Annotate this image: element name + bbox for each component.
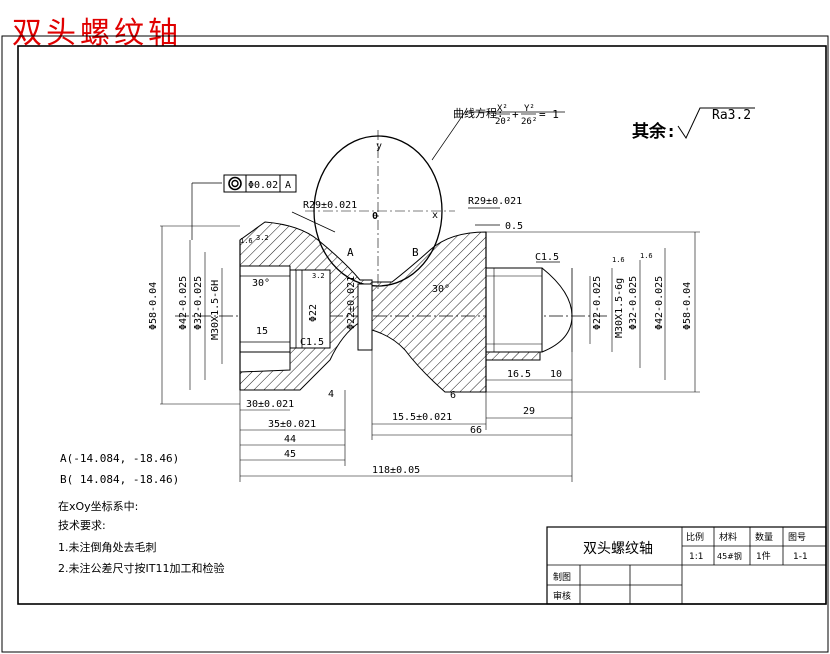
- tb-h-qty: 数量: [755, 531, 773, 543]
- dia22-left: Φ22: [308, 304, 319, 322]
- right-thread: [485, 267, 543, 353]
- dia58-right: Φ58-0.04: [682, 282, 693, 330]
- left-inner-bore: [289, 269, 331, 349]
- dia32-left: Φ32-0.025: [193, 276, 204, 330]
- eq-rhs: = 1: [539, 108, 559, 121]
- tb-checked: 审核: [553, 590, 571, 602]
- thread-left: M30X1.5-6H: [210, 280, 221, 340]
- outer-border: [1, 35, 829, 653]
- dim-165: 16.5: [507, 369, 531, 380]
- dim-r-left: R29±0.021: [303, 200, 357, 211]
- note-1: 1.未注倒角处去毛刺: [58, 540, 157, 554]
- dim-118: 118±0.05: [372, 465, 420, 476]
- note-2: 2.未注公差尺寸按IT11加工和检验: [58, 561, 224, 575]
- dim-44: 44: [284, 434, 296, 445]
- dim-6: 6: [450, 390, 456, 401]
- center-hole: [357, 283, 373, 351]
- tolerance-value: Φ0.02: [248, 180, 278, 191]
- dim-chamfer: 0.5: [505, 221, 523, 232]
- dim-29: 29: [523, 406, 535, 417]
- eq2-den: 26²: [521, 117, 537, 127]
- ra-small-5: 3.2: [312, 272, 325, 280]
- tb-name: 双头螺纹轴: [583, 541, 653, 557]
- note-tech-title: 技术要求:: [58, 519, 106, 532]
- tb-v-material: 45#钢: [717, 551, 742, 561]
- eq1-num: X²: [497, 104, 508, 114]
- inner-border: [17, 45, 827, 605]
- eq2-num: Y²: [524, 104, 535, 114]
- ra-small-3: 1.6: [612, 256, 625, 264]
- ra-small-1: 1.6: [240, 237, 253, 245]
- dim-c15-left: C1.5: [300, 337, 324, 348]
- dim-c15-right: C1.5: [535, 252, 559, 263]
- dim-4: 4: [328, 389, 334, 400]
- axis-x-label: x: [432, 210, 438, 221]
- dia32-right: Φ32-0.025: [628, 276, 639, 330]
- dim-155: 15.5±0.021: [392, 412, 452, 423]
- point-b-label: B: [412, 246, 419, 259]
- thread-right: M30X1.5-6g: [614, 278, 625, 338]
- dim-15: 15: [256, 326, 268, 337]
- tb-drawn: 制图: [553, 571, 571, 583]
- eq1-den: 20²: [495, 117, 511, 127]
- tb-h-drawing: 图号: [788, 532, 806, 543]
- point-a-label: A: [347, 246, 354, 259]
- tb-v-scale: 1:1: [689, 552, 703, 562]
- curve-label: 曲线方程:: [453, 106, 504, 120]
- dim-35: 35±0.021: [268, 419, 316, 430]
- dim-10: 10: [550, 369, 562, 380]
- ra-small-2: 3.2: [256, 234, 269, 242]
- title-block: [546, 526, 827, 605]
- dim-angle-left: 30°: [252, 278, 270, 289]
- coord-b: B( 14.084, -18.46): [60, 473, 179, 486]
- axis-origin: 0: [372, 211, 378, 222]
- dim-66: 66: [470, 425, 482, 436]
- tb-h-material: 材料: [719, 531, 737, 543]
- eq-plus: +: [512, 108, 519, 121]
- tb-v-qty: 1件: [756, 550, 771, 562]
- dia22-center: Φ22±0.021: [346, 276, 357, 330]
- dim-r-right: R29±0.021: [468, 196, 522, 207]
- tolerance-datum: A: [285, 180, 291, 191]
- dim-45: 45: [284, 449, 296, 460]
- drawing-title: 双头螺纹轴: [12, 16, 182, 51]
- roughness-prefix: 其余:: [632, 121, 676, 142]
- tolerance-frame: [223, 174, 297, 193]
- roughness-value: Ra3.2: [712, 108, 751, 123]
- coord-a: A(-14.084, -18.46): [60, 452, 179, 465]
- dia22-right: Φ22-0.025: [592, 276, 603, 330]
- roughness-symbol: [677, 107, 755, 140]
- dia42-left: Φ42-0.025: [178, 276, 189, 330]
- note-system: 在xOy坐标系中:: [58, 499, 138, 513]
- dim-30: 30±0.021: [246, 399, 294, 410]
- ra-small-4: 1.6: [640, 252, 653, 260]
- dia42-right: Φ42-0.025: [654, 276, 665, 330]
- dia58-left: Φ58-0.04: [148, 282, 159, 330]
- tb-v-drawing: 1-1: [793, 552, 808, 562]
- axis-y-label: y: [376, 141, 382, 152]
- dim-angle-right: 30°: [432, 284, 450, 295]
- tb-h-scale: 比例: [686, 531, 704, 543]
